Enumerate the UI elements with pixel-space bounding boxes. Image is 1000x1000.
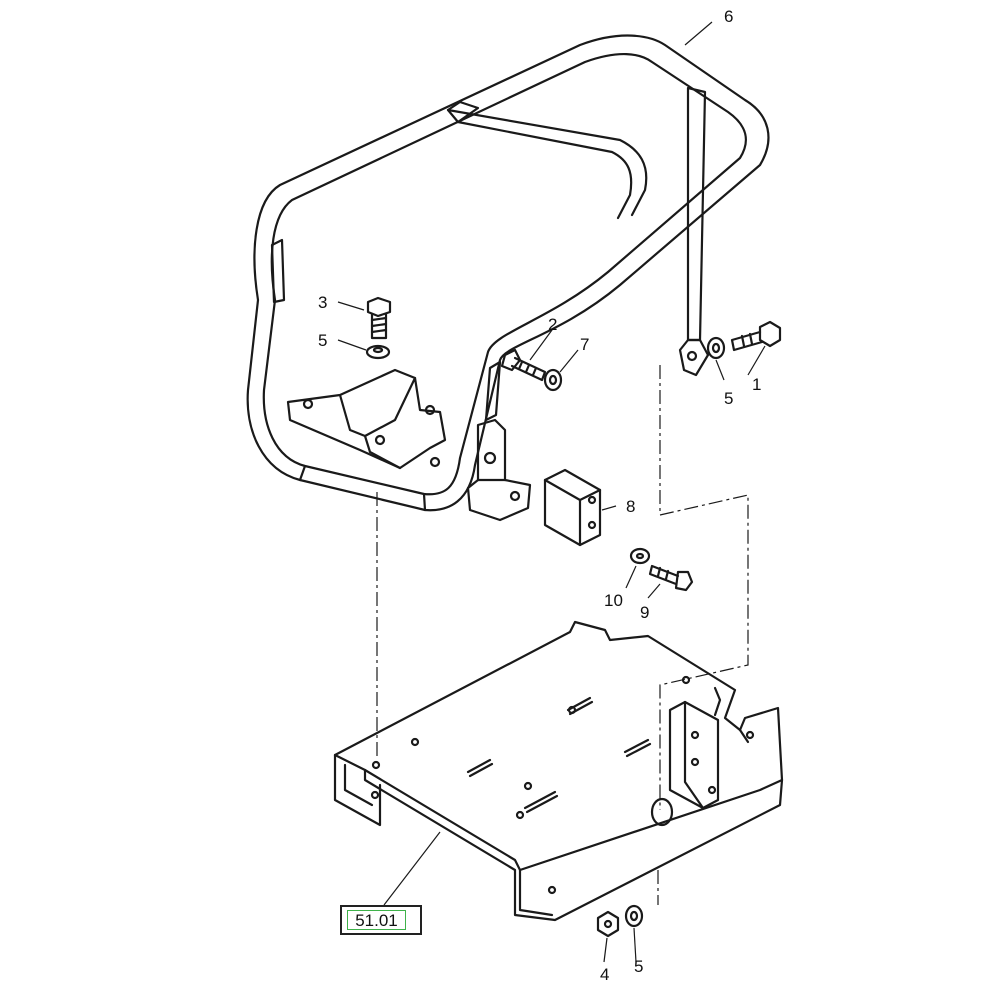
bolt-1: [730, 320, 782, 352]
alignment-lines: [376, 365, 749, 905]
base-plate: [333, 620, 784, 922]
reference-label: 51.01: [347, 910, 406, 930]
callout-4: 4: [600, 965, 609, 984]
washer-5-right: [706, 336, 726, 360]
callout-9: 9: [640, 603, 649, 622]
callout-7: 7: [580, 335, 589, 354]
nut-4: [596, 910, 620, 938]
callout-8: 8: [626, 497, 635, 516]
callout-10: 10: [604, 591, 623, 610]
callout-5-bottom: 5: [634, 957, 643, 976]
washer-7: [543, 368, 563, 392]
callout-5-upper: 5: [318, 331, 327, 350]
washer-10: [629, 547, 651, 565]
spacer-block-8: [543, 468, 602, 547]
bolt-9: [648, 564, 694, 592]
washer-5-bottom: [624, 904, 644, 928]
callout-labels: 6 3 5 2 7 1 5 8 10 9 4 5: [318, 7, 761, 984]
reference-label-box: 51.01: [340, 905, 422, 935]
callout-2: 2: [548, 315, 557, 334]
leader-lines: [337, 21, 766, 963]
washer-5-upper: [365, 344, 391, 360]
callout-5-right: 5: [724, 389, 733, 408]
roll-bar-frame: [246, 34, 770, 522]
bolt-2: [500, 348, 547, 382]
callout-1: 1: [752, 375, 761, 394]
callout-6: 6: [724, 7, 733, 26]
callout-3: 3: [318, 293, 327, 312]
bolt-3: [366, 296, 392, 340]
